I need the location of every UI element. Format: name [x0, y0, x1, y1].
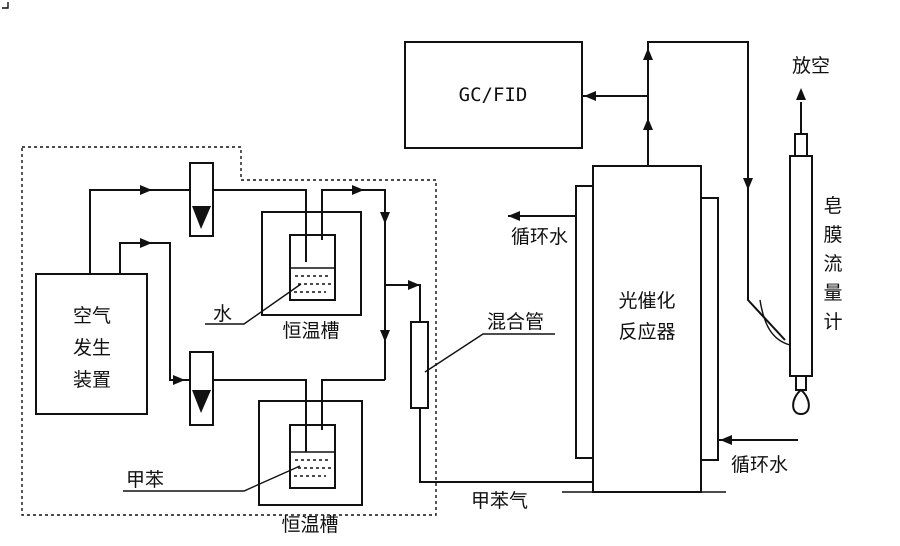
- arrow-outlet-up-2: [643, 48, 653, 60]
- arrow-to-mixer: [408, 280, 420, 290]
- air-generator-box: [35, 273, 148, 415]
- reactor-outlet-line: [647, 41, 786, 341]
- rotameter-lower: [189, 351, 214, 426]
- vent-label: 放空: [792, 55, 830, 77]
- rotameter-lower-float: [192, 390, 211, 413]
- arrow-cooling-out: [508, 211, 520, 221]
- arrow-vent: [796, 88, 806, 100]
- tube-air-in-water: [213, 189, 307, 262]
- thermostat-bath-upper-label: 恒温槽: [282, 320, 339, 342]
- water-bubbles: [294, 275, 332, 293]
- arrow-outlet-up-1: [643, 118, 653, 130]
- reactor-jacket-right: [700, 197, 719, 461]
- flowmeter-neck: [795, 375, 807, 391]
- mixing-tube: [410, 321, 429, 409]
- rotameter-upper: [189, 162, 214, 237]
- thermostat-bath-lower-label: 恒温槽: [281, 514, 338, 536]
- flowmeter-bulb: [792, 388, 810, 416]
- air-generator-label-2: 发生: [73, 337, 111, 359]
- water-leader: [205, 283, 302, 325]
- reactor-label-2: 反应器: [618, 321, 675, 343]
- arrow-water-out-1: [352, 185, 364, 195]
- tube-to-mixer: [385, 284, 421, 322]
- flowmeter-top: [794, 133, 808, 157]
- soap-film-flowmeter: [789, 155, 813, 377]
- flowmeter-label-4: 量: [823, 282, 842, 304]
- toluene-bubbles: [294, 459, 332, 477]
- air-generator-label-3: 装置: [73, 369, 111, 391]
- toluene-bottle: [289, 424, 336, 489]
- cooling-water-out-label: 循环水: [511, 226, 568, 248]
- rotameter-upper-float: [192, 206, 211, 229]
- reactor-jacket-left: [575, 185, 594, 459]
- arrow-air-lower-b: [173, 375, 185, 385]
- arrow-air-lower-a: [140, 238, 152, 248]
- tube-air-in-toluene: [213, 379, 307, 452]
- flowmeter-label-1: 皂: [823, 195, 842, 217]
- reactor-label-1: 光催化: [618, 290, 675, 312]
- dashed-enclosure: [21, 146, 437, 516]
- toluene-leader: [123, 465, 301, 492]
- water-label: 水: [213, 303, 232, 325]
- cooling-water-in-label: 循环水: [731, 454, 788, 476]
- gc-fid-label: GC/FID: [459, 84, 528, 106]
- flowmeter-label-2: 膜: [823, 224, 842, 246]
- corner-mark: [2, 2, 9, 9]
- flowmeter-label-5: 计: [823, 311, 842, 333]
- arrow-outlet-down: [743, 178, 753, 190]
- flowmeter-label-3: 流: [823, 253, 842, 275]
- mixing-tube-leader: [424, 333, 555, 373]
- flowmeter-inlet-tube: [759, 299, 791, 346]
- arrow-cooling-in: [720, 435, 732, 445]
- photocatalytic-reactor: [592, 165, 702, 493]
- arrow-water-out-2: [380, 212, 390, 224]
- air-line-upper: [89, 189, 190, 274]
- tube-mixer-to-reactor: [419, 408, 594, 483]
- toluene-label: 甲苯: [126, 469, 164, 491]
- toluene-gas-label: 甲苯气: [471, 490, 528, 512]
- mixing-tube-label: 混合管: [487, 311, 544, 333]
- tube-toluene-out: [321, 379, 385, 430]
- arrow-to-gc: [584, 91, 596, 101]
- air-generator-label-1: 空气: [73, 305, 111, 327]
- arrow-air-upper: [140, 185, 152, 195]
